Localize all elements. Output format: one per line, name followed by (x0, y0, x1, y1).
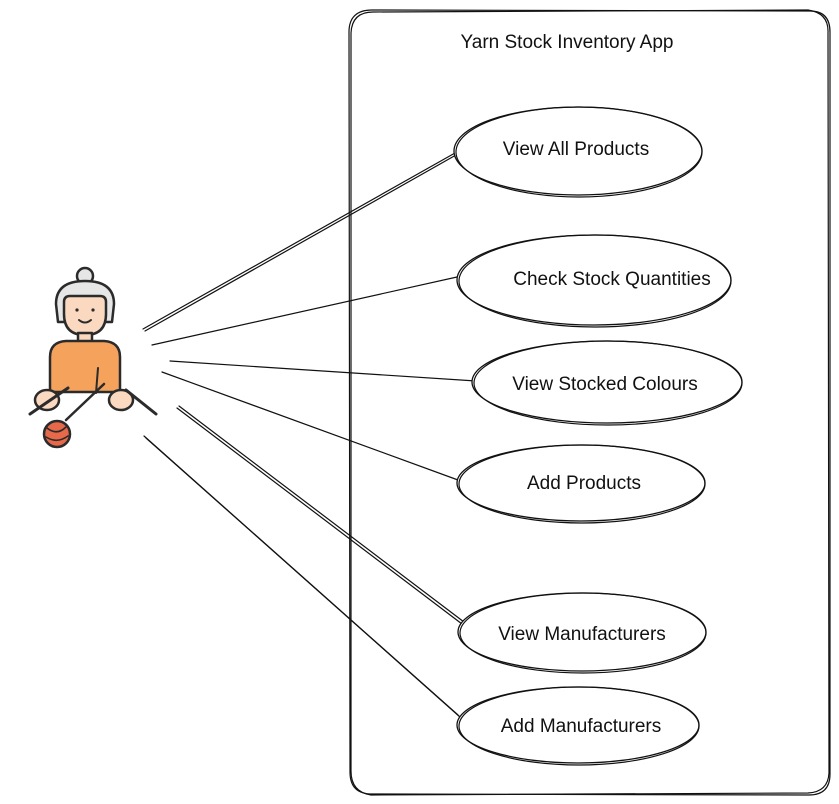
system-boundary (348, 9, 831, 796)
association-check-stock-quantities (151, 276, 458, 346)
use-case-label: View Manufacturers (498, 624, 666, 645)
associations (142, 152, 477, 718)
use-case-add-products[interactable]: Add Products (456, 444, 706, 524)
association-view-stocked-colours (169, 360, 477, 382)
use-case-label: View Stocked Colours (512, 374, 698, 395)
knitting-person-icon (28, 266, 158, 449)
use-case-view-manufacturers[interactable]: View Manufacturers (457, 592, 707, 674)
use-case-add-manufacturers[interactable]: Add Manufacturers (456, 686, 700, 766)
use-case-check-stock-quantities[interactable]: Check Stock Quantities (456, 234, 732, 328)
use-case-view-stocked-colours[interactable]: View Stocked Colours (471, 340, 743, 426)
use-case-view-all-products[interactable]: View All Products (453, 106, 703, 198)
association-view-manufacturers (176, 407, 463, 625)
use-case-label: Check Stock Quantities (513, 269, 710, 290)
system-title: Yarn Stock Inventory App (461, 32, 674, 53)
use-case-label: Add Products (527, 473, 641, 494)
use-case-label: Add Manufacturers (501, 716, 662, 737)
use-case-label: View All Products (503, 139, 649, 160)
association-add-products (161, 371, 459, 481)
association-view-all-products (142, 152, 456, 330)
